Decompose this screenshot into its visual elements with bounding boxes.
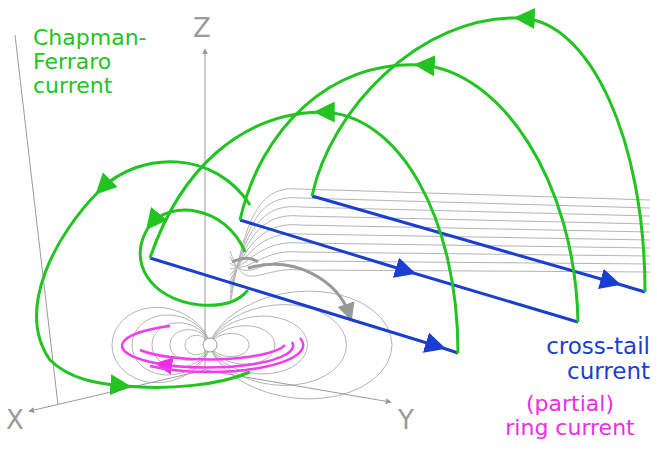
- cross-tail-current: [150, 196, 645, 353]
- label-line: current: [33, 74, 193, 98]
- label-line: Y: [398, 406, 428, 434]
- field-line: [211, 291, 392, 399]
- axis-label: Z: [193, 14, 223, 42]
- earth: [203, 338, 217, 352]
- axis-label: Y: [398, 406, 428, 434]
- field-line: [230, 257, 650, 270]
- field-line: [230, 198, 650, 299]
- current-label: cross-tail current: [460, 334, 650, 384]
- label-line: Ferraro: [33, 50, 193, 74]
- field-line: [230, 251, 650, 276]
- field-line: [230, 189, 650, 305]
- field-lines: [112, 189, 650, 399]
- ring-current: [122, 326, 303, 372]
- label-line: (partial): [490, 392, 650, 416]
- label-line: Z: [193, 14, 223, 42]
- axes: [15, 35, 390, 411]
- field-line: [230, 234, 650, 275]
- label-line: X: [6, 406, 36, 434]
- field-line: [230, 243, 650, 269]
- chapman-ferraro-current: [37, 18, 645, 387]
- current-label: (partial) ring current: [490, 392, 650, 440]
- label-line: cross-tail: [460, 334, 650, 359]
- label-line: current: [460, 359, 650, 384]
- field-line: [211, 305, 346, 386]
- current-label: Chapman- Ferraro current: [33, 26, 193, 97]
- field-line: [230, 252, 650, 268]
- label-line: Chapman-: [33, 26, 193, 50]
- label-line: ring current: [490, 416, 650, 440]
- axis-label: X: [6, 406, 36, 434]
